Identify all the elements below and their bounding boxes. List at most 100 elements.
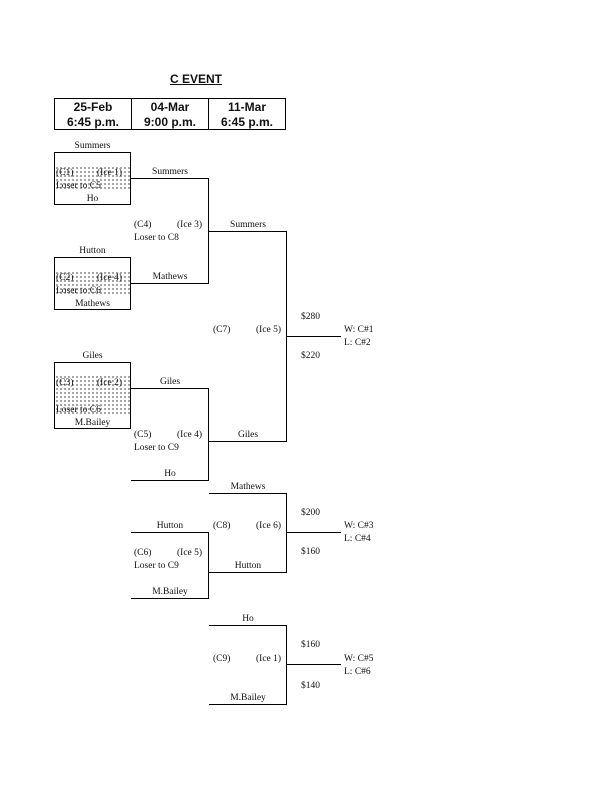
prize-loser: $220	[301, 351, 320, 361]
team-name: Ho	[86, 194, 99, 204]
page-title: C EVENT	[169, 72, 222, 86]
team-name: Giles	[237, 430, 259, 440]
team-name: M.Bailey	[152, 587, 188, 597]
game-code: (C4)	[134, 220, 152, 230]
ice-sheet: (Ice 3)	[177, 220, 203, 230]
loser-note: Loser to C6	[56, 405, 101, 415]
bracket-line	[209, 572, 287, 573]
ice-sheet: (Ice 6)	[256, 521, 282, 531]
schedule-time: 6:45 p.m.	[66, 115, 120, 129]
bracket-line	[209, 625, 287, 626]
schedule-time: 6:45 p.m.	[220, 115, 274, 129]
ice-sheet: (Ice 2)	[97, 378, 123, 388]
bracket-line	[209, 441, 287, 442]
game-c2-shading	[55, 271, 130, 296]
team-name: Ho	[164, 469, 176, 479]
game-code: (C3)	[56, 378, 74, 388]
bracket-line	[54, 204, 131, 205]
winner-result: W: C#3	[344, 521, 374, 531]
prize-loser: $160	[301, 547, 320, 557]
game-code: (C8)	[213, 521, 231, 531]
bracket-line	[130, 362, 131, 429]
prize-winner: $280	[301, 312, 320, 322]
team-name: Giles	[82, 351, 103, 361]
schedule-date: 11-Mar	[227, 100, 267, 114]
bracket-line	[286, 493, 287, 573]
loser-note: Loser to C5	[56, 181, 101, 191]
bracket-line	[130, 152, 131, 205]
winner-result: W: C#1	[344, 325, 374, 335]
bracket-line	[208, 388, 209, 481]
bracket-line	[131, 480, 209, 481]
bracket-line	[131, 178, 209, 179]
bracket-line	[286, 336, 341, 337]
loser-note: Loser to C9	[134, 443, 179, 453]
bracket-line	[131, 598, 209, 599]
bracket-line	[131, 283, 209, 284]
team-name: Mathews	[230, 482, 266, 492]
game-code: (C2)	[56, 273, 74, 283]
game-code: (C6)	[134, 548, 152, 558]
bracket-line	[54, 362, 55, 429]
schedule-column-2: 04-Mar 9:00 p.m.	[131, 99, 208, 129]
bracket-line	[131, 532, 209, 533]
ice-sheet: (Ice 1)	[97, 168, 123, 178]
prize-winner: $200	[301, 508, 320, 518]
prize-winner: $160	[301, 640, 320, 650]
bracket-line	[209, 704, 287, 705]
team-name: Mathews	[75, 299, 110, 309]
game-code: (C7)	[213, 325, 231, 335]
game-c3-shading	[55, 375, 130, 415]
bracket-line	[54, 257, 55, 310]
ice-sheet: (Ice 4)	[177, 430, 203, 440]
team-name: Mathews	[152, 272, 188, 282]
ice-sheet: (Ice 4)	[97, 273, 123, 283]
loser-result: L: C#6	[344, 667, 371, 677]
team-name: Ho	[242, 614, 254, 624]
bracket-line	[54, 428, 131, 429]
bracket-line	[286, 532, 341, 533]
prize-loser: $140	[301, 681, 320, 691]
game-code: (C1)	[56, 168, 74, 178]
schedule-date: 04-Mar	[150, 100, 190, 114]
team-name: Summers	[230, 220, 266, 230]
bracket-line	[286, 625, 287, 705]
schedule-table: 25-Feb 6:45 p.m. 04-Mar 9:00 p.m. 11-Mar…	[54, 98, 286, 130]
loser-note: Loser to C9	[134, 561, 179, 571]
schedule-time: 9:00 p.m.	[143, 115, 197, 129]
game-c1-shading	[55, 166, 130, 191]
bracket-line	[209, 231, 287, 232]
loser-result: L: C#2	[344, 338, 371, 348]
schedule-column-3: 11-Mar 6:45 p.m.	[208, 99, 285, 129]
ice-sheet: (Ice 1)	[256, 654, 282, 664]
team-name: M.Bailey	[74, 418, 111, 428]
winner-result: W: C#5	[344, 654, 374, 664]
loser-note: Loser to C8	[134, 233, 179, 243]
bracket-line	[131, 388, 209, 389]
bracket-line	[208, 178, 209, 284]
bracket-line	[54, 152, 131, 153]
bracket-line	[54, 152, 55, 205]
team-name: M.Bailey	[230, 693, 266, 703]
bracket-line	[54, 362, 131, 363]
game-code: (C9)	[213, 654, 231, 664]
team-name: Giles	[159, 377, 181, 387]
bracket-line	[209, 493, 287, 494]
bracket-line	[54, 257, 131, 258]
bracket-line	[54, 309, 131, 310]
bracket-line	[286, 664, 341, 665]
team-name: Hutton	[156, 521, 184, 531]
bracket-line	[130, 257, 131, 310]
ice-sheet: (Ice 5)	[177, 548, 203, 558]
team-name: Summers	[152, 167, 188, 177]
schedule-column-1: 25-Feb 6:45 p.m.	[55, 99, 131, 129]
team-name: Summers	[74, 141, 111, 151]
team-name: Hutton	[234, 561, 262, 571]
game-code: (C5)	[134, 430, 152, 440]
bracket-line	[208, 532, 209, 599]
loser-result: L: C#4	[344, 534, 371, 544]
team-name: Hutton	[79, 246, 106, 256]
ice-sheet: (Ice 5)	[256, 325, 282, 335]
loser-note: Loser to C6	[56, 286, 101, 296]
schedule-date: 25-Feb	[73, 100, 113, 114]
